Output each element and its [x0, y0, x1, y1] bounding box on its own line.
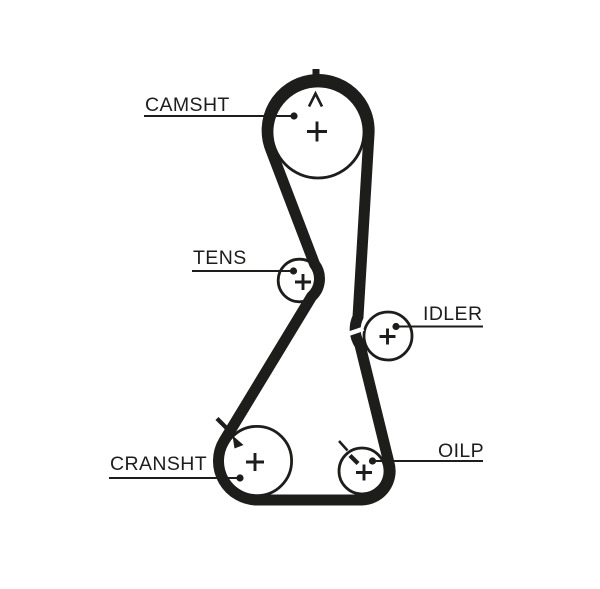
camshaft-timing-notch: [312, 69, 320, 82]
oil-pump-timing-notch: [348, 454, 360, 465]
tensioner-label: TENS: [193, 247, 247, 269]
idler-label: IDLER: [423, 303, 482, 325]
idler-leader-dot: [392, 322, 400, 331]
crankshaft-label: CRANSHT: [110, 453, 207, 475]
crankshaft-timing-tick: [215, 417, 231, 433]
crankshaft-leader-dot: [236, 474, 244, 482]
belt-gap-at-idler: [347, 326, 365, 337]
oil-pump-timing-tick: [338, 440, 349, 452]
crankshaft-timing-arrow: [232, 435, 244, 449]
tensioner-leader-dot: [289, 267, 298, 275]
oil-pump-leader-dot: [368, 457, 377, 465]
camshaft-leader-dot: [290, 112, 298, 120]
camshaft-label: CAMSHT: [145, 94, 230, 116]
camshaft-center-cross: [307, 121, 327, 142]
idler-center-cross: [379, 328, 396, 345]
camshaft-timing-caret: [307, 90, 324, 108]
timing-belt: [212, 74, 396, 506]
oil-pump-pulley: [337, 446, 387, 496]
oil-pump-center-cross: [356, 464, 372, 481]
tensioner-center-cross: [295, 274, 311, 290]
oil-pump-label: OILP: [438, 440, 484, 462]
crankshaft-center-cross: [246, 453, 264, 471]
